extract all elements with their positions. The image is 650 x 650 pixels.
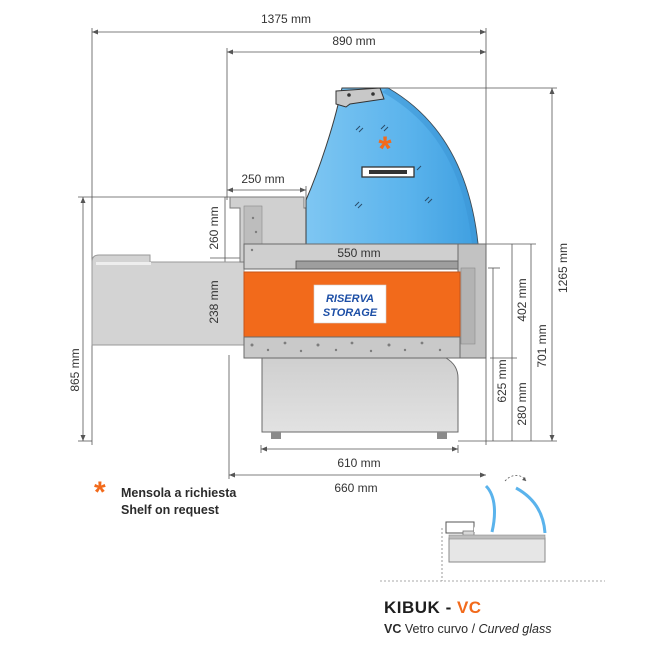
dim-280: 280 mm [515,382,529,425]
foot-right [437,432,447,439]
dim-shelf-depth: 250 mm [241,172,284,186]
end-panel-inner [460,267,476,345]
storage-label-line1: RISERVA [326,293,374,305]
tray [295,260,465,270]
dim-top-width: 890 mm [332,34,375,48]
legend-star-icon: * [94,476,106,509]
shelf-request-star: * [378,130,392,168]
storage-label-box [313,284,387,324]
model-thumbnail [380,474,605,582]
dim-upper-height: 260 mm [207,206,221,249]
glass-reflections [354,124,433,209]
dim-base-depth: 660 mm [334,481,377,495]
legend-line-english: Shelf on request [121,503,219,517]
base-pedestal [261,357,459,433]
model-variant: VC [456,598,482,617]
storage-label-line2: STORAGE [323,307,378,319]
stone-texture [250,216,442,353]
dim-701: 701 mm [535,324,549,367]
overhang-highlight [96,262,151,265]
shelf-bracket-slot [369,170,407,174]
subtitle-code: VC [384,622,402,636]
dim-base-width: 610 mm [337,456,380,470]
legend-line-italian: Mensola a richiesta [121,486,237,500]
subtitle-italian: Vetro curvo [404,622,469,636]
model-subtitle: VC Vetro curvo / Curved glass [384,622,551,636]
dim-402: 402 mm [515,278,529,321]
foot-left [271,432,281,439]
dim-storage-height: 238 mm [207,280,221,323]
stone-base-band [243,336,461,359]
subtitle-separator: / [468,622,479,636]
subtitle-english: Curved glass [478,622,552,636]
dim-inner-width: 550 mm [337,246,380,260]
dim-total-height: 1265 mm [556,243,570,293]
dim-625: 625 mm [495,359,509,402]
dimension-arrows [80,29,555,478]
dim-total-width: 1375 mm [261,12,311,26]
dim-865: 865 mm [68,348,82,391]
model-separator: - [440,598,457,617]
overhang-shelf [91,254,245,346]
model-name: KIBUK [384,598,441,617]
model-title: KIBUK - VC [384,598,482,618]
